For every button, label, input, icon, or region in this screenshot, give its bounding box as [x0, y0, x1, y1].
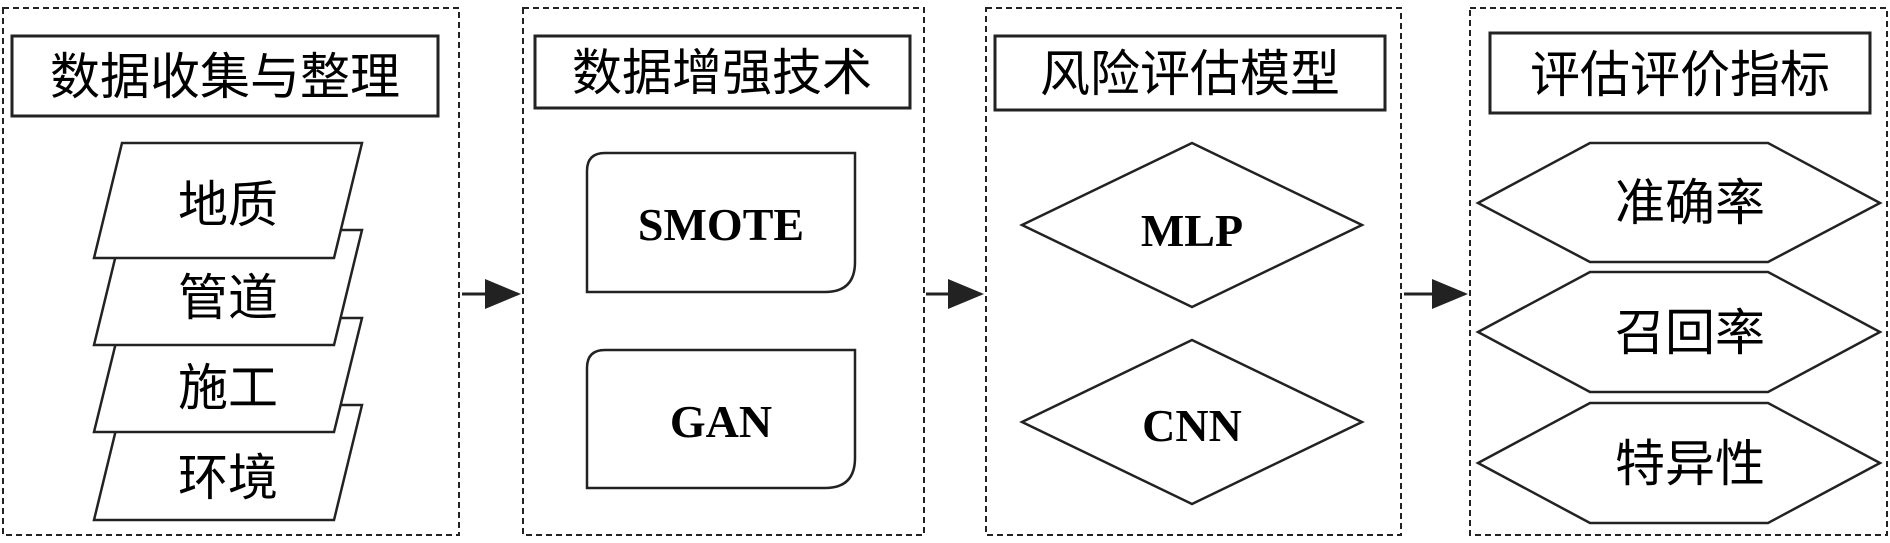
stage-title-box — [1488, 31, 1872, 115]
stage-data-collection: 数据收集与整理 环境 施工 管道 地质 — [2, 7, 460, 536]
stage-title-box — [993, 34, 1387, 112]
stage-title-box — [10, 34, 440, 118]
stage-panel — [985, 7, 1402, 536]
model-cnn: CNN — [1019, 338, 1365, 506]
stage-data-augmentation: 数据增强技术 SMOTE GAN — [522, 7, 925, 536]
stage-title: 数据收集与整理 — [50, 48, 400, 106]
stage-title: 数据增强技术 — [572, 44, 872, 102]
technique-label: GAN — [670, 396, 772, 447]
metric-recall: 召回率 — [1475, 270, 1883, 394]
metric-accuracy: 准确率 — [1475, 141, 1883, 264]
metric-specificity: 特异性 — [1475, 401, 1883, 525]
stage-title: 评估评价指标 — [1530, 46, 1830, 104]
model-label: MLP — [1141, 205, 1243, 256]
stage-evaluation-metrics: 评估评价指标 准确率 召回率 特异性 — [1469, 7, 1888, 536]
stage-panel — [2, 7, 460, 536]
stage-panel — [522, 7, 925, 536]
stage-panel — [1469, 7, 1888, 536]
data-layer-label: 管道 — [178, 269, 278, 327]
data-layer-label: 环境 — [178, 449, 278, 507]
technique-label: SMOTE — [638, 199, 804, 250]
metric-label: 准确率 — [1615, 174, 1765, 232]
technique-gan: GAN — [585, 348, 857, 490]
metric-label: 特异性 — [1615, 435, 1765, 493]
model-mlp: MLP — [1019, 141, 1365, 309]
metric-label: 召回率 — [1615, 304, 1765, 362]
technique-smote: SMOTE — [585, 151, 857, 294]
data-layer-label: 地质 — [178, 176, 278, 234]
stage-risk-model: 风险评估模型 MLP CNN — [985, 7, 1402, 536]
model-label: CNN — [1142, 400, 1242, 451]
stage-title-box — [533, 34, 912, 110]
data-layer-environment: 环境 — [92, 403, 364, 522]
data-layer-geology: 地质 — [92, 141, 364, 260]
data-layer-label: 施工 — [178, 359, 278, 417]
stage-title: 风险评估模型 — [1040, 45, 1340, 103]
